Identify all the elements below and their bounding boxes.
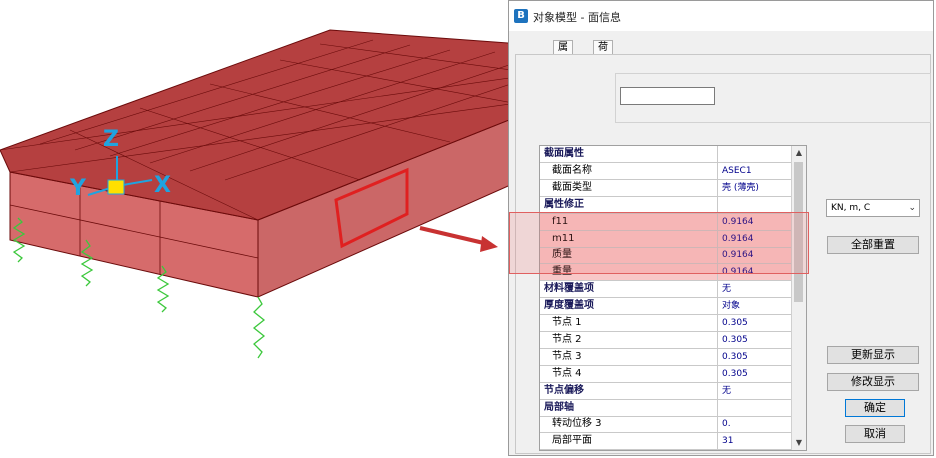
property-value[interactable]: 0.305 — [722, 318, 748, 328]
scroll-down-icon[interactable]: ▼ — [795, 438, 803, 447]
table-row[interactable]: 局部平面 31 — [540, 433, 792, 450]
table-row[interactable]: 截面类型壳 (薄壳) — [540, 179, 792, 197]
table-row[interactable]: 节点 1 0.305 — [540, 315, 792, 332]
units-select[interactable]: KN, m, C ⌄ — [826, 199, 920, 217]
model-viewport[interactable]: Z X Y — [0, 0, 508, 458]
table-row[interactable]: f11 0.9164 — [540, 213, 792, 231]
axis-label-y: Y — [69, 176, 87, 201]
table-row[interactable]: 截面名称 ASEC1 — [540, 162, 792, 180]
table-row[interactable]: 节点偏移无 — [540, 382, 792, 400]
property-value[interactable]: 0. — [722, 419, 731, 430]
property-label: m11 — [540, 230, 718, 247]
table-row[interactable]: 节点 3 0.305 — [540, 348, 792, 366]
tab-properties[interactable]: 属性 — [553, 40, 573, 67]
update-display-button[interactable]: 更新显示 — [827, 346, 919, 364]
ok-button[interactable]: 确定 — [845, 399, 905, 417]
table-row[interactable]: 平面选项起止点 — [540, 450, 792, 451]
building-shell-model — [0, 29, 508, 359]
tab-loads[interactable]: 荷载 — [593, 40, 613, 67]
callout-arrow — [419, 226, 489, 246]
cancel-button[interactable]: 取消 — [845, 425, 905, 443]
property-value[interactable]: ASEC1 — [722, 165, 752, 176]
property-value[interactable]: 壳 (薄壳) — [722, 182, 759, 193]
property-value[interactable]: 0.305 — [722, 334, 748, 345]
property-label: 节点 2 — [540, 331, 718, 348]
reset-all-button[interactable]: 全部重置 — [827, 236, 919, 254]
table-row[interactable]: 属性修正 — [540, 196, 794, 214]
scroll-up-icon[interactable]: ▲ — [795, 148, 803, 157]
property-value[interactable]: 0.9164 — [722, 267, 754, 278]
property-value[interactable]: 无 — [722, 385, 732, 396]
property-label: 节点 1 — [540, 315, 718, 331]
table-row[interactable]: m11 0.9164 — [540, 230, 792, 248]
object-name-input[interactable] — [620, 87, 715, 105]
axis-label-x: X — [154, 173, 171, 198]
property-label: 平面选项 — [540, 450, 718, 451]
roof-grid — [0, 39, 508, 221]
property-label: 重量 — [540, 264, 718, 281]
wall-frames — [9, 172, 259, 297]
table-row[interactable]: 局部轴 — [540, 399, 794, 417]
property-label: 质量 — [540, 247, 718, 264]
property-value[interactable]: 0.9164 — [722, 233, 754, 244]
property-value[interactable]: 0.305 — [722, 368, 748, 379]
property-value[interactable]: 31 — [722, 436, 734, 447]
table-row[interactable]: 节点 4 0.305 — [540, 365, 792, 383]
table-row[interactable]: 材料覆盖项无 — [540, 281, 792, 299]
roof-slab — [0, 29, 508, 221]
axis-label-z: Z — [103, 127, 119, 152]
property-label: 属性修正 — [540, 196, 718, 213]
modifier-highlight — [509, 212, 809, 274]
property-label: 材料覆盖项 — [540, 281, 718, 298]
property-label: f11 — [540, 213, 718, 230]
dialog-titlebar[interactable]: B 对象模型 - 面信息 — [509, 1, 933, 31]
property-value[interactable]: 0.305 — [722, 351, 748, 362]
modify-display-button[interactable]: 修改显示 — [827, 373, 919, 391]
property-label: 节点 4 — [540, 365, 718, 382]
callout-arrowhead — [480, 236, 498, 252]
property-value[interactable]: 对象 — [722, 301, 741, 312]
table-row[interactable]: 质量 0.9164 — [540, 247, 792, 265]
property-label: 局部平面 — [540, 433, 718, 450]
property-value[interactable]: 无 — [722, 284, 732, 295]
property-label: 截面名称 — [540, 162, 718, 179]
property-value[interactable] — [720, 146, 794, 162]
table-row[interactable]: 截面属性 — [540, 146, 792, 163]
scroll-thumb[interactable] — [794, 162, 803, 302]
grid-scrollbar[interactable]: ▲ ▼ — [791, 146, 806, 450]
table-row[interactable]: 厚度覆盖项对象 — [540, 298, 792, 316]
property-label: 截面类型 — [540, 179, 718, 196]
table-row[interactable]: 节点 2 0.305 — [540, 331, 792, 349]
property-value[interactable]: 0.9164 — [722, 216, 754, 227]
dialog-title: 对象模型 - 面信息 — [533, 11, 621, 24]
property-label: 截面属性 — [540, 146, 718, 162]
property-label: 节点 3 — [540, 348, 718, 365]
property-value[interactable]: 起止点 — [720, 450, 794, 451]
selected-panel-outline — [334, 167, 409, 249]
units-select-value: KN, m, C — [831, 203, 871, 213]
property-value[interactable]: 0.9164 — [722, 250, 754, 261]
table-row[interactable]: 重量 0.9164 — [540, 264, 792, 282]
chevron-down-icon: ⌄ — [908, 203, 916, 213]
property-label: 厚度覆盖项 — [540, 298, 718, 315]
app-logo-icon: B — [514, 9, 528, 23]
property-value[interactable] — [720, 400, 794, 416]
axis-triad — [87, 156, 153, 196]
support-springs — [12, 217, 266, 359]
property-label: 局部轴 — [540, 399, 718, 416]
property-label: 节点偏移 — [540, 382, 718, 399]
property-value[interactable] — [720, 197, 794, 213]
property-label: 转动位移 3 — [540, 416, 718, 433]
table-row[interactable]: 转动位移 3 0. — [540, 416, 792, 434]
object-group-box — [615, 73, 931, 123]
